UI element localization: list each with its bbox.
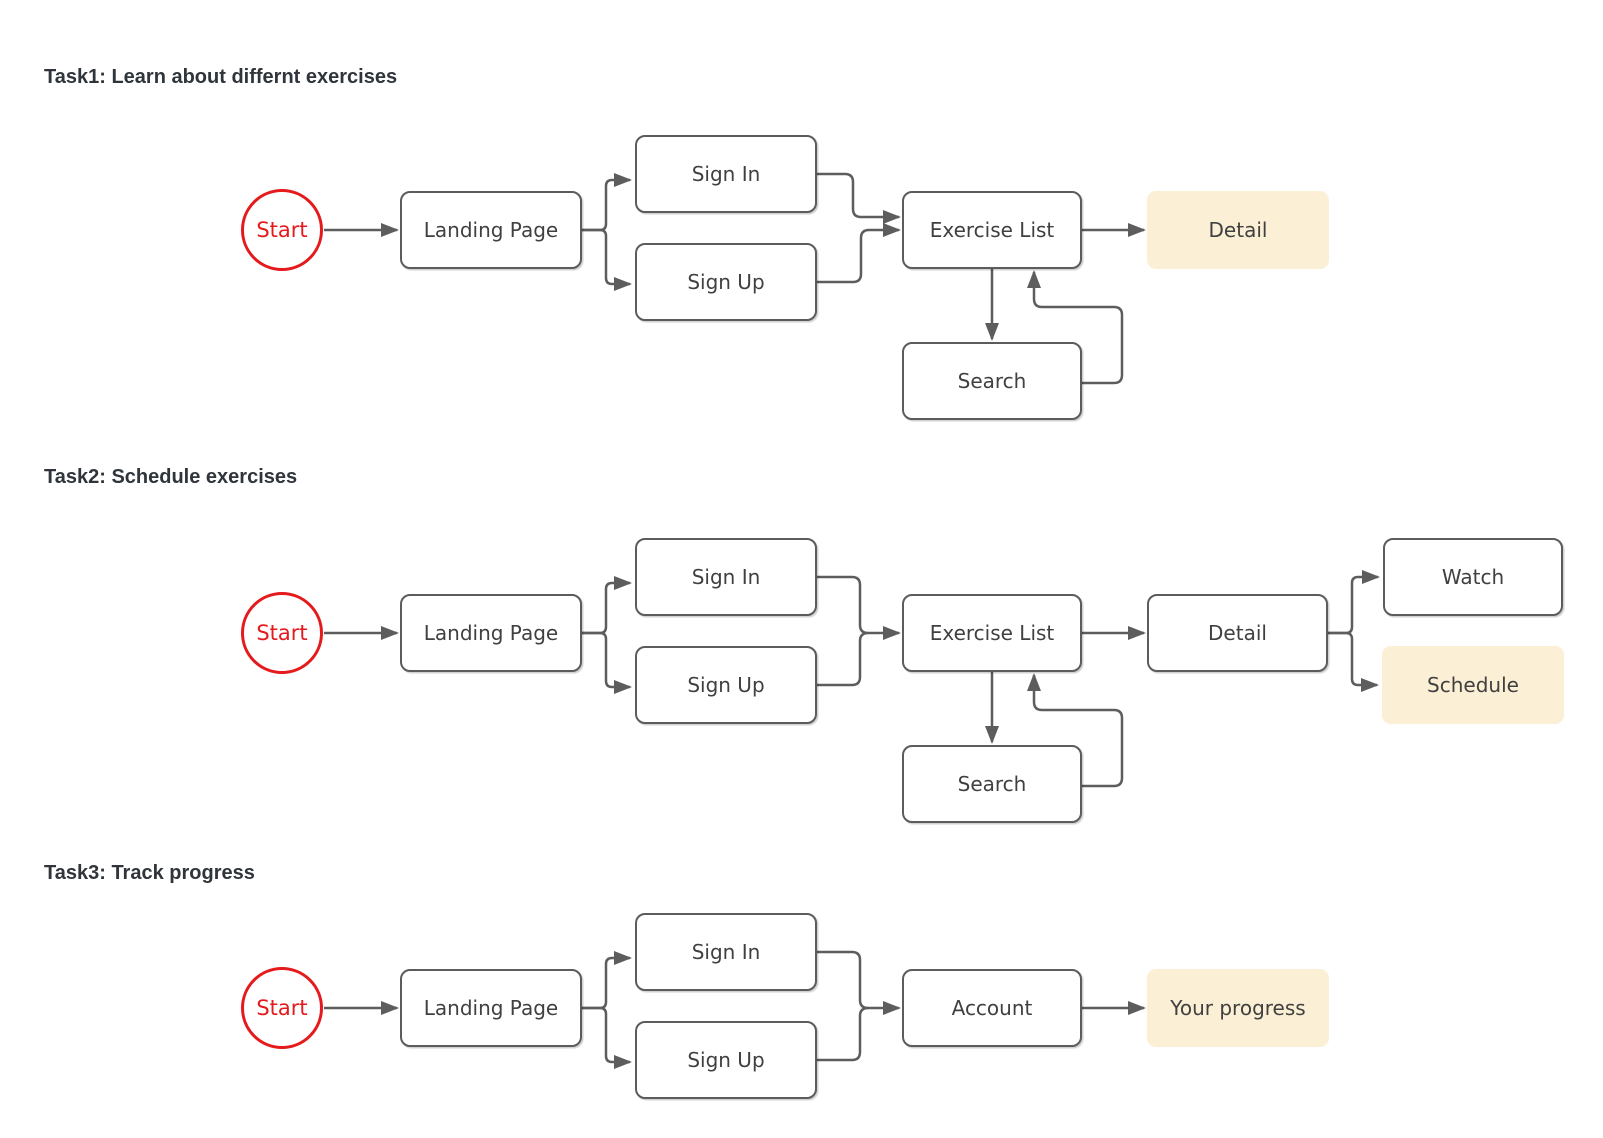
task1-connector-landing-signin xyxy=(582,173,632,232)
task1-connector-search-exerciselist xyxy=(1027,270,1124,385)
task1-landing-page-node: Landing Page xyxy=(400,191,582,269)
task2-schedule-node: Schedule xyxy=(1382,646,1564,724)
task1-exercise-list-node: Exercise List xyxy=(902,191,1082,269)
task2-connector-landing-signup xyxy=(582,631,632,694)
task1-connector-signin-exerciselist xyxy=(817,172,901,224)
task2-connector-search-exerciselist xyxy=(1027,673,1124,788)
task3-landing-page-node: Landing Page xyxy=(400,969,582,1047)
task1-title: Task1: Learn about differnt exercises xyxy=(44,66,398,88)
task1-sign-up-node: Sign Up xyxy=(635,243,817,321)
task3-your-progress-node: Your progress xyxy=(1147,969,1329,1047)
task2-sign-up-node: Sign Up xyxy=(635,646,817,724)
task2-search-node: Search xyxy=(902,745,1082,823)
task2-watch-node: Watch xyxy=(1383,538,1563,616)
task2-landing-page-node: Landing Page xyxy=(400,594,582,672)
task3-title: Task3: Track progress xyxy=(44,862,255,884)
task2-title: Task2: Schedule exercises xyxy=(44,466,298,488)
task2-exercise-list-node: Exercise List xyxy=(902,594,1082,672)
task3-sign-in-node: Sign In xyxy=(635,913,817,991)
task2-connector-detail-watch xyxy=(1328,570,1380,635)
task2-connector-signup-merge xyxy=(817,631,869,687)
task3-connector-signin-account xyxy=(817,950,901,1015)
task3-connector-landing-signin xyxy=(582,951,632,1010)
task2-connector-detail-schedule xyxy=(1328,631,1379,692)
task1-connector-signup-exerciselist xyxy=(817,223,901,284)
task1-start-node: Start xyxy=(241,189,323,271)
task1-search-node: Search xyxy=(902,342,1082,420)
task3-connector-signup-merge xyxy=(817,1006,869,1062)
task1-detail-node: Detail xyxy=(1147,191,1329,269)
task3-account-node: Account xyxy=(902,969,1082,1047)
task2-connector-signin-exerciselist xyxy=(817,575,901,640)
task1-sign-in-node: Sign In xyxy=(635,135,817,213)
task2-sign-in-node: Sign In xyxy=(635,538,817,616)
task3-connector-landing-signup xyxy=(582,1006,632,1069)
task3-start-node: Start xyxy=(241,967,323,1049)
task3-sign-up-node: Sign Up xyxy=(635,1021,817,1099)
task2-start-node: Start xyxy=(241,592,323,674)
task1-connector-landing-signup xyxy=(582,228,632,291)
task2-detail-node: Detail xyxy=(1147,594,1328,672)
task2-connector-landing-signin xyxy=(582,576,632,635)
